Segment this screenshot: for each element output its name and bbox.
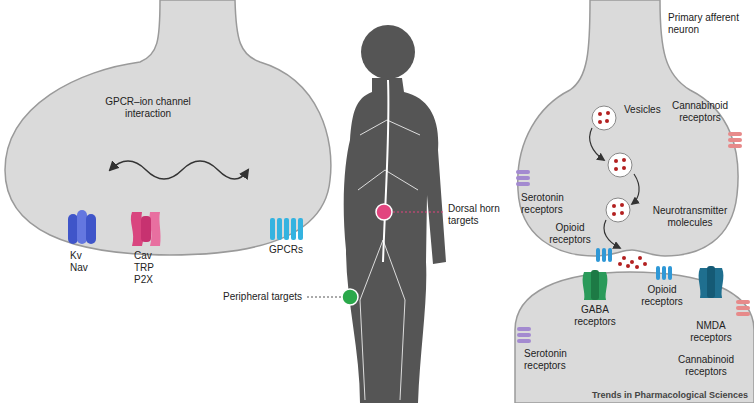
dorsal-horn-marker bbox=[376, 204, 392, 220]
neuron-label: Primary afferent neuron bbox=[668, 12, 750, 35]
receptor-label: GPCRs bbox=[269, 244, 303, 256]
channel-label: TRP bbox=[134, 262, 154, 274]
target-label: Dorsal horn targets bbox=[448, 203, 510, 226]
vesicle bbox=[592, 106, 632, 222]
channel-label: Cav bbox=[134, 250, 152, 262]
nmda-receptor bbox=[699, 266, 724, 298]
leader-line bbox=[306, 297, 341, 298]
molecule-label: Neurotransmitter molecules bbox=[651, 205, 729, 228]
transmitter-dots bbox=[598, 111, 647, 269]
mechanism-label: GPCR–ion channel interaction bbox=[98, 96, 198, 119]
vesicle-label: Vesicles bbox=[624, 104, 661, 116]
neuron-terminal bbox=[5, 0, 331, 255]
release-arrow bbox=[632, 174, 639, 204]
human-silhouette bbox=[344, 25, 446, 403]
receptor-label: GABA receptors bbox=[569, 304, 621, 327]
kv-nav-channel bbox=[68, 210, 96, 244]
receptor-label: Serotonin receptors bbox=[524, 348, 580, 371]
target-label: Peripheral targets bbox=[223, 291, 302, 303]
receptor-label: Opioid receptors bbox=[636, 284, 688, 307]
cav-trp-p2x-channel bbox=[131, 212, 161, 246]
peripheral-marker bbox=[342, 289, 358, 305]
gpcr-receptor bbox=[270, 218, 303, 240]
receptor-label: Cannabinoid receptors bbox=[674, 354, 738, 377]
receptor-label: Cannabinoid receptors bbox=[669, 100, 731, 123]
presynaptic-terminal bbox=[518, 0, 738, 256]
release-arrow bbox=[604, 220, 620, 248]
receptor-label: Serotonin receptors bbox=[521, 192, 577, 215]
watermark: Trends in Pharmacological Sciences bbox=[592, 390, 748, 400]
gaba-receptor bbox=[583, 270, 608, 300]
receptor-label: NMDA receptors bbox=[681, 320, 741, 343]
channel-label: P2X bbox=[134, 274, 153, 286]
channel-label: Kv bbox=[70, 250, 82, 262]
cannabinoid-receptor bbox=[728, 132, 750, 316]
channel-label: Nav bbox=[70, 262, 88, 274]
leader-line bbox=[393, 212, 444, 213]
interaction-arrow bbox=[110, 161, 248, 179]
opioid-receptor bbox=[596, 248, 672, 280]
receptor-label: Opioid receptors bbox=[545, 222, 595, 245]
release-arrow bbox=[590, 128, 604, 160]
